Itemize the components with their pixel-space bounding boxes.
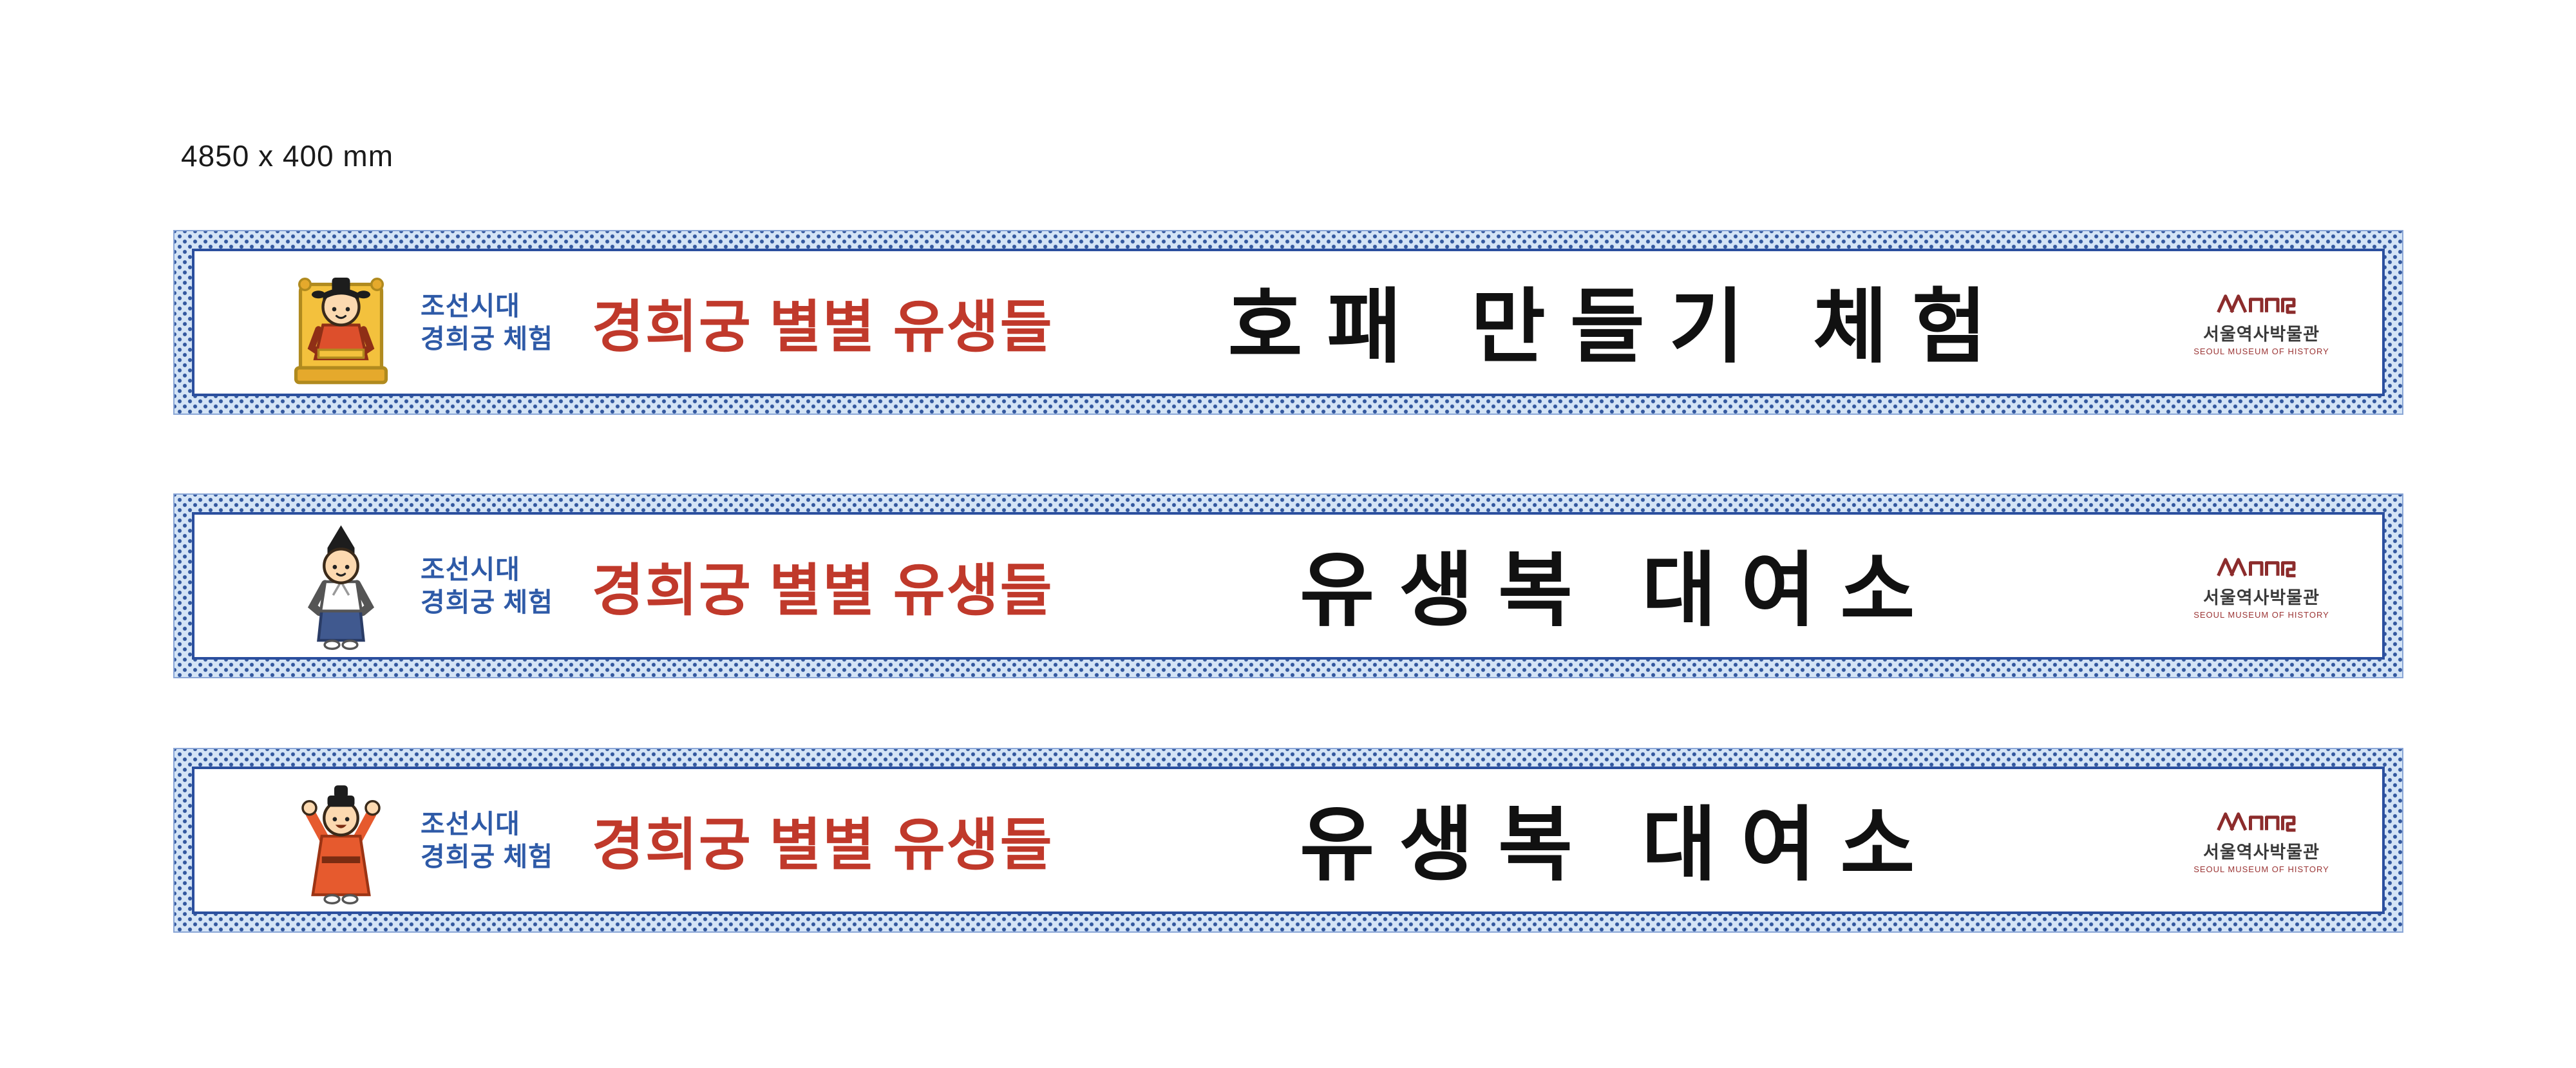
program-title: 경희궁 별별 유생들 [592, 813, 1054, 877]
era-label-line1: 조선시대 [421, 809, 520, 839]
banner-yusaengbok-rental-2: 조선시대 경희궁 체험 경희궁 별별 유생들 유생복 대여소 서울역사박물관 S… [173, 748, 2403, 933]
era-label: 조선시대 경희궁 체험 [421, 808, 553, 872]
museum-logo-korean-text: 서울역사박물관 [2203, 842, 2320, 862]
banner-main-title: 유생복 대여소 [1300, 801, 1940, 891]
cheering-character-illustration [285, 769, 397, 912]
program-title: 경희궁 별별 유생들 [592, 558, 1054, 622]
scholar-blue-robe-icon [307, 525, 375, 650]
museum-logo-korean-text: 서울역사박물관 [2203, 587, 2320, 607]
banner-dotted-frame: 조선시대 경희궁 체험 경희궁 별별 유생들 유생복 대여소 서울역사박물관 S… [173, 493, 2403, 678]
museum-logo: 서울역사박물관 SEOUL MUSEUM OF HISTORY [2186, 807, 2337, 874]
era-label-line1: 조선시대 [421, 555, 520, 585]
king-on-throne-icon [294, 277, 388, 384]
museum-logo-korean-text: 서울역사박물관 [2203, 324, 2320, 344]
banner-main-title: 호패 만들기 체험 [1227, 283, 2012, 373]
era-label-line1: 조선시대 [421, 291, 520, 321]
banner-inner-panel: 조선시대 경희궁 체험 경희궁 별별 유생들 유생복 대여소 서울역사박물관 S… [192, 767, 2385, 914]
museum-logo: 서울역사박물관 SEOUL MUSEUM OF HISTORY [2186, 289, 2337, 356]
banner-inner-panel: 조선시대 경희궁 체험 경희궁 별별 유생들 호패 만들기 체험 서울역사박물관… [192, 249, 2385, 396]
era-label: 조선시대 경희궁 체험 [421, 290, 553, 354]
dimension-label: 4850 x 400 mm [181, 139, 394, 173]
museum-logo-english-text: SEOUL MUSEUM OF HISTORY [2193, 346, 2329, 356]
museum-logo-mark-icon [2216, 812, 2295, 832]
museum-logo-english-text: SEOUL MUSEUM OF HISTORY [2193, 864, 2329, 874]
banner-hopae-experience: 조선시대 경희궁 체험 경희궁 별별 유생들 호패 만들기 체험 서울역사박물관… [173, 230, 2403, 415]
program-title: 경희궁 별별 유생들 [592, 295, 1054, 359]
museum-logo-mark-icon [2216, 294, 2295, 314]
scholar-character-illustration [285, 515, 397, 658]
museum-logo: 서울역사박물관 SEOUL MUSEUM OF HISTORY [2186, 553, 2337, 620]
banner-main-title: 유생복 대여소 [1300, 546, 1940, 636]
era-label-line2: 경희궁 체험 [421, 841, 553, 872]
king-character-illustration [285, 251, 397, 394]
cheering-orange-robe-icon [301, 785, 381, 904]
banner-yusaengbok-rental-1: 조선시대 경희궁 체험 경희궁 별별 유생들 유생복 대여소 서울역사박물관 S… [173, 493, 2403, 678]
era-label-line2: 경희궁 체험 [421, 587, 553, 617]
era-label-line2: 경희궁 체험 [421, 323, 553, 354]
museum-logo-mark-icon [2216, 557, 2295, 577]
banner-dotted-frame: 조선시대 경희궁 체험 경희궁 별별 유생들 유생복 대여소 서울역사박물관 S… [173, 748, 2403, 933]
banner-dotted-frame: 조선시대 경희궁 체험 경희궁 별별 유생들 호패 만들기 체험 서울역사박물관… [173, 230, 2403, 415]
museum-logo-english-text: SEOUL MUSEUM OF HISTORY [2193, 609, 2329, 620]
banner-inner-panel: 조선시대 경희궁 체험 경희궁 별별 유생들 유생복 대여소 서울역사박물관 S… [192, 512, 2385, 660]
era-label: 조선시대 경희궁 체험 [421, 553, 553, 618]
